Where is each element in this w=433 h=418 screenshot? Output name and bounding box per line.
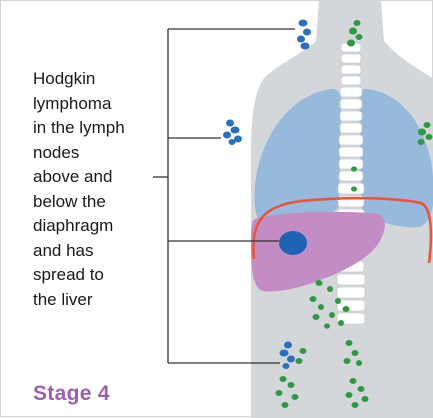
diagram-caption: Hodgkin lymphoma in the lymph nodes abov… xyxy=(33,67,153,312)
caption-line: and has xyxy=(33,239,153,264)
caption-line: the liver xyxy=(33,288,153,313)
caption-line: spread to xyxy=(33,263,153,288)
caption-line: Hodgkin xyxy=(33,67,153,92)
caption-line: in the lymph xyxy=(33,116,153,141)
caption-line: diaphragm xyxy=(33,214,153,239)
neck-left-node-cluster xyxy=(297,20,311,50)
caption-line: nodes xyxy=(33,141,153,166)
stage-label: Stage 4 xyxy=(33,382,110,406)
caption-line: below the xyxy=(33,190,153,215)
caption-line: lymphoma xyxy=(33,92,153,117)
caption-line: above and xyxy=(33,165,153,190)
armpit-left-node-cluster xyxy=(223,120,242,146)
liver-tumor xyxy=(279,231,307,255)
